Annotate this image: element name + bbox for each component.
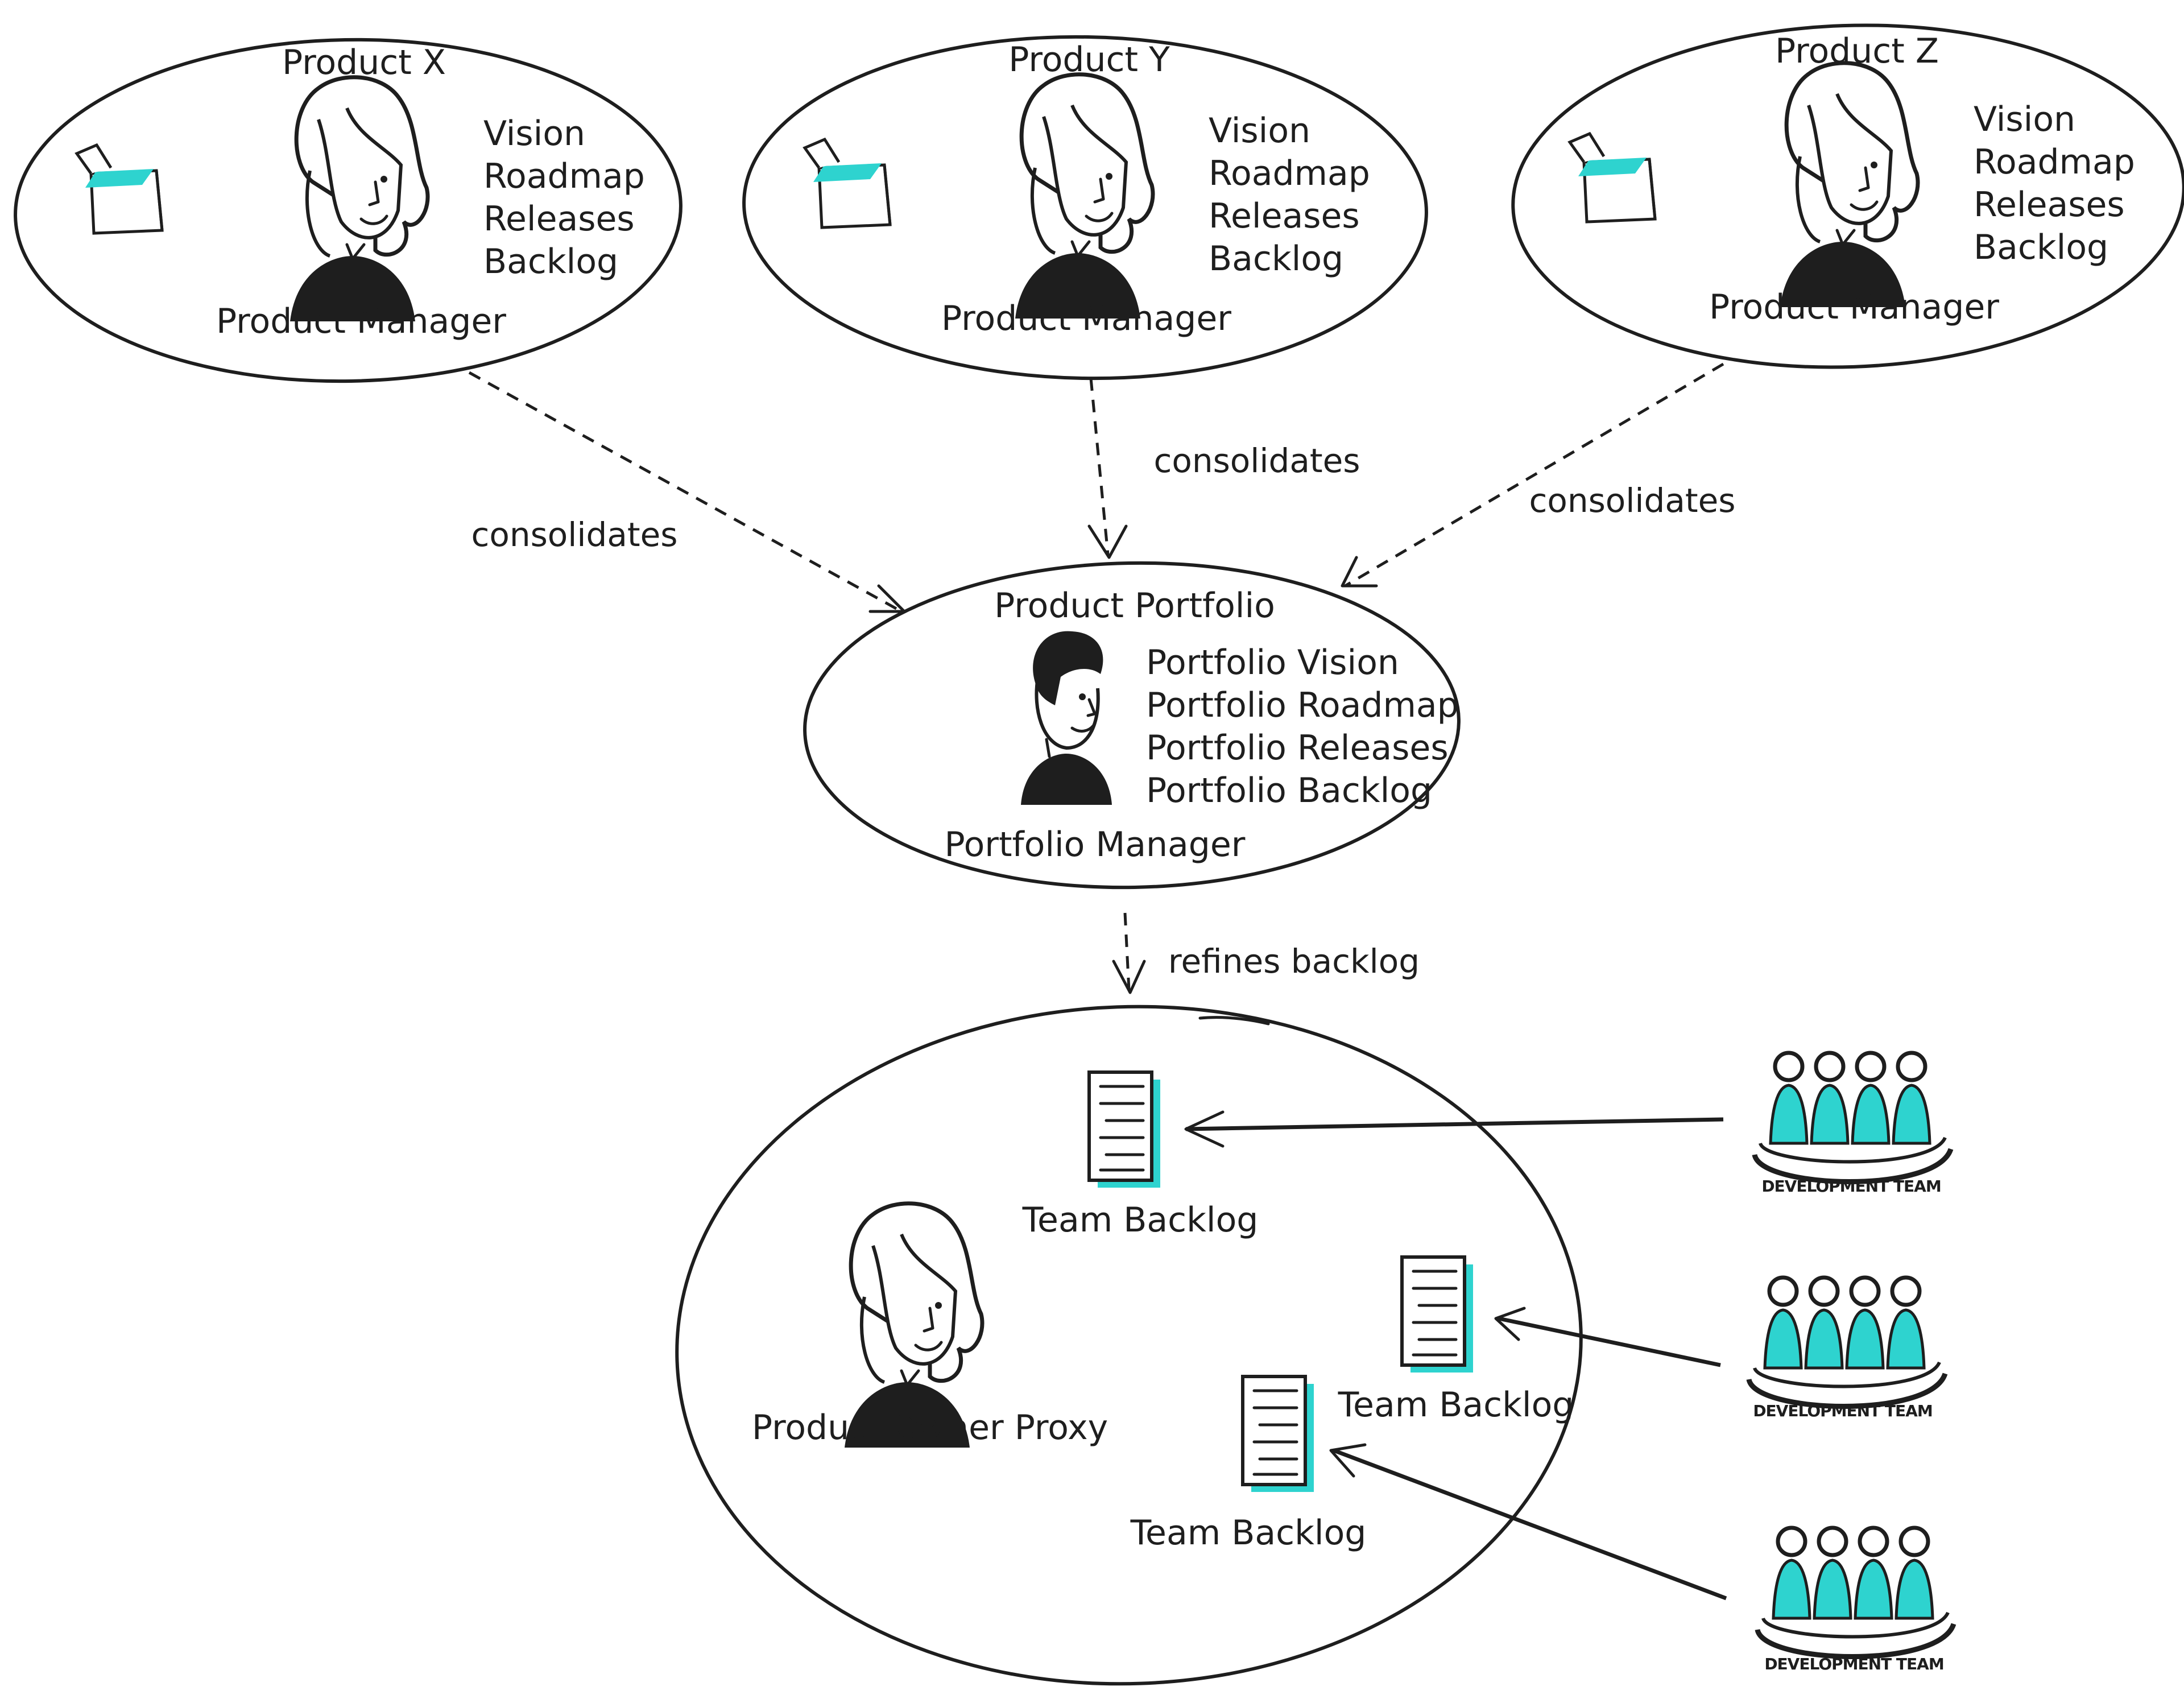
box-icon bbox=[1570, 134, 1655, 222]
team-backlog-3-doc-icon bbox=[1243, 1376, 1314, 1492]
consolidates-label-z: consolidates bbox=[1529, 481, 1735, 520]
portfolio-ellipse bbox=[803, 561, 1461, 890]
product-x-item-vision: Vision bbox=[483, 114, 585, 154]
product-y-item-releases: Releases bbox=[1209, 196, 1360, 236]
portfolio-title: Product Portfolio bbox=[994, 586, 1275, 626]
product-y-item-backlog: Backlog bbox=[1209, 239, 1343, 279]
development-team-2: DEVELOPMENT TEAM bbox=[1749, 1278, 1945, 1420]
product-y-item-roadmap: Roadmap bbox=[1209, 154, 1370, 193]
team-2-arrow bbox=[1494, 1307, 1721, 1367]
product-y-item-vision: Vision bbox=[1209, 111, 1310, 151]
consolidates-arrow-y: consolidates bbox=[1087, 378, 1360, 559]
development-team-3-label: DEVELOPMENT TEAM bbox=[1764, 1655, 1943, 1673]
portfolio-item-releases: Portfolio Releases bbox=[1146, 728, 1449, 768]
team-backlog-2-label: Team Backlog bbox=[1338, 1385, 1574, 1425]
refines-backlog-arrow: refines backlog bbox=[1112, 912, 1420, 994]
product-manager-avatar-icon bbox=[1780, 63, 1918, 307]
product-x-item-backlog: Backlog bbox=[483, 242, 618, 282]
proxy-node: Product Owner Proxy Team Backlog Team Ba… bbox=[675, 1004, 1583, 1686]
development-team-1: DEVELOPMENT TEAM bbox=[1755, 1053, 1951, 1196]
product-z-item-vision: Vision bbox=[1974, 100, 2075, 139]
consolidates-label-y: consolidates bbox=[1153, 441, 1360, 480]
portfolio-item-vision: Portfolio Vision bbox=[1146, 643, 1399, 683]
product-x-role: Product Manager bbox=[216, 301, 506, 341]
product-x-title: Product X bbox=[282, 43, 446, 82]
portfolio-manager-avatar-icon bbox=[1021, 631, 1112, 805]
box-icon bbox=[805, 139, 890, 228]
development-team-3: DEVELOPMENT TEAM bbox=[1757, 1528, 1954, 1673]
portfolio-role: Portfolio Manager bbox=[945, 825, 1246, 865]
product-manager-avatar-icon bbox=[290, 77, 428, 321]
development-team-1-label: DEVELOPMENT TEAM bbox=[1761, 1177, 1941, 1196]
consolidates-label-x: consolidates bbox=[471, 515, 677, 554]
product-y-role: Product Manager bbox=[941, 299, 1231, 338]
product-x-item-releases: Releases bbox=[483, 199, 635, 239]
product-y-node: Product Y Vision Roadmap Releases Backlo… bbox=[742, 35, 1428, 381]
team-backlog-2-doc-icon bbox=[1402, 1257, 1473, 1373]
proxy-ellipse bbox=[675, 1004, 1583, 1686]
portfolio-item-backlog: Portfolio Backlog bbox=[1146, 771, 1432, 811]
product-y-title: Product Y bbox=[1008, 40, 1170, 80]
product-x-item-roadmap: Roadmap bbox=[483, 156, 645, 196]
product-z-item-backlog: Backlog bbox=[1974, 228, 2108, 267]
product-z-role: Product Manager bbox=[1709, 287, 1999, 327]
product-z-item-releases: Releases bbox=[1974, 185, 2125, 225]
team-backlog-1-label: Team Backlog bbox=[1022, 1200, 1259, 1240]
development-team-icon bbox=[1755, 1053, 1951, 1182]
development-team-icon bbox=[1749, 1278, 1945, 1407]
development-team-2-label: DEVELOPMENT TEAM bbox=[1753, 1402, 1932, 1420]
product-x-ellipse bbox=[14, 38, 682, 383]
consolidates-arrow-z: consolidates bbox=[1341, 362, 1736, 588]
team-1-arrow bbox=[1184, 1110, 1724, 1148]
portfolio-item-roadmap: Portfolio Roadmap bbox=[1146, 685, 1459, 725]
team-3-arrow bbox=[1329, 1443, 1727, 1601]
team-backlog-1-doc-icon bbox=[1089, 1072, 1160, 1188]
portfolio-node: Product Portfolio Portfolio Vision Portf… bbox=[803, 561, 1461, 890]
product-z-item-roadmap: Roadmap bbox=[1974, 142, 2135, 182]
team-backlog-3-label: Team Backlog bbox=[1130, 1513, 1367, 1553]
development-team-icon bbox=[1757, 1528, 1954, 1657]
product-x-node: Product X Vision Roadmap Releases Backlo… bbox=[14, 38, 682, 383]
box-icon bbox=[77, 145, 162, 233]
proxy-role: Product Owner Proxy bbox=[752, 1408, 1108, 1448]
product-manager-avatar-icon bbox=[1015, 75, 1153, 319]
refines-backlog-label: refines backlog bbox=[1168, 942, 1420, 981]
product-y-ellipse bbox=[742, 35, 1428, 381]
product-z-node: Product Z Vision Roadmap Releases Backlo… bbox=[1511, 23, 2184, 369]
consolidates-arrow-x: consolidates bbox=[468, 371, 906, 613]
